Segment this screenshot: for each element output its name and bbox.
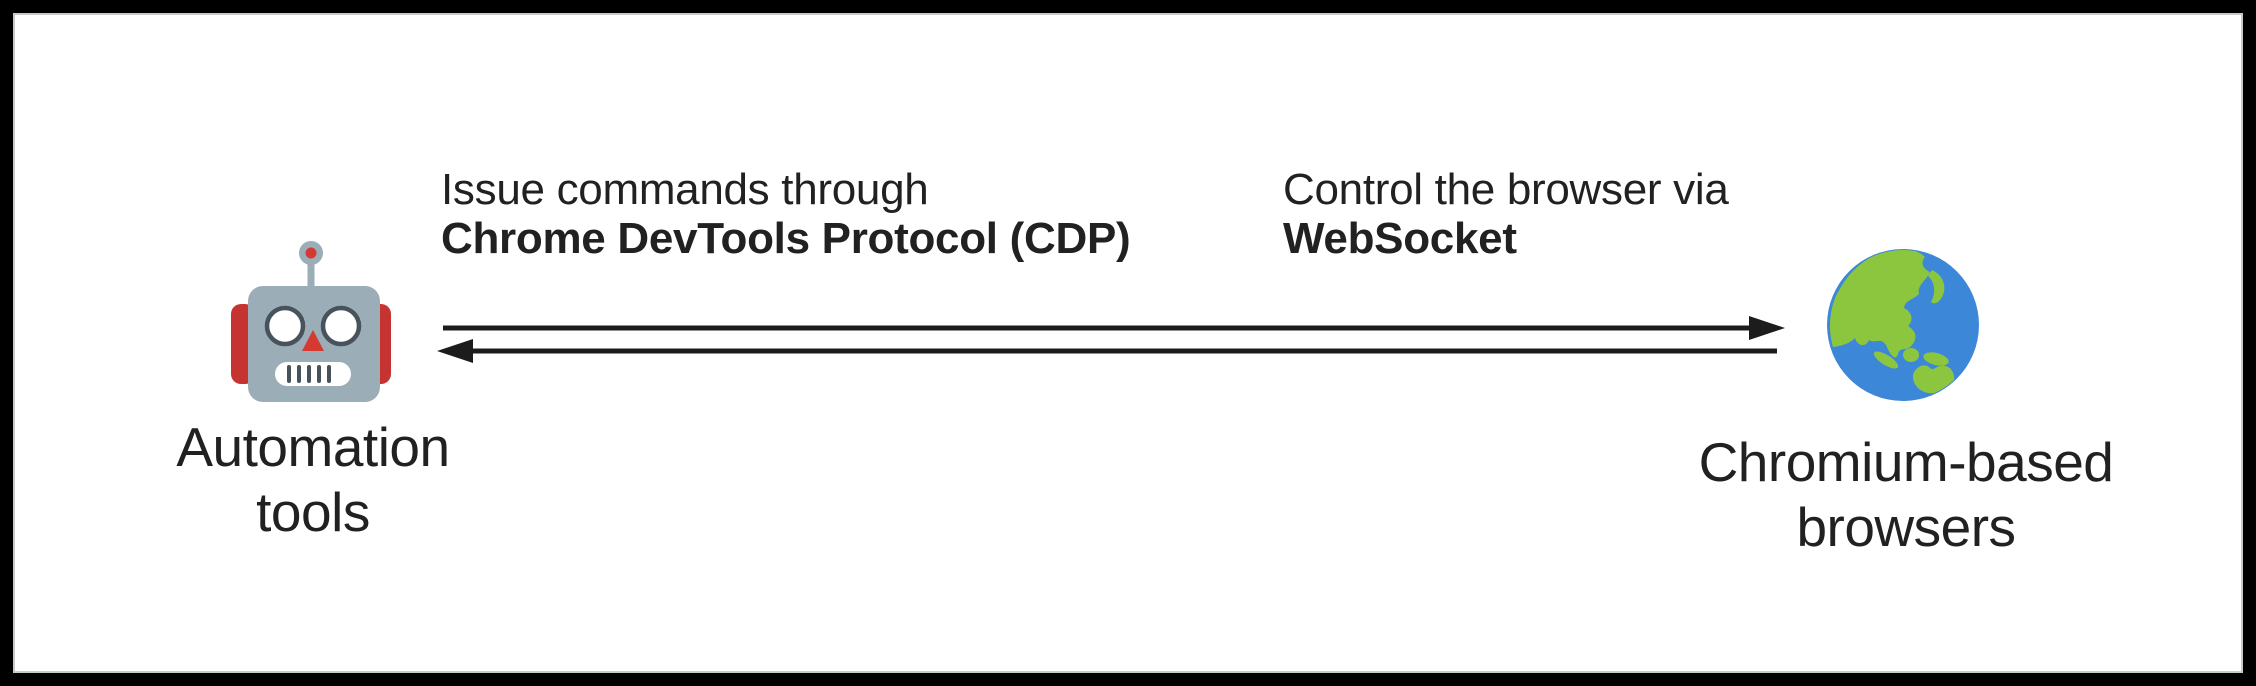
globe-icon-svg [1827,249,1979,401]
bidirectional-arrows [423,308,1803,368]
node-label-chromium-browsers-line2: browsers [1796,496,2016,558]
node-label-automation-tools-line1: Automation [176,416,450,478]
robot-antenna-light [305,247,317,259]
annotation-websocket-line2: WebSocket [1283,214,1517,263]
robot-antenna-stem [307,259,315,289]
globe-icon [1825,247,1981,403]
node-label-chromium-browsers-line1: Chromium-based [1698,431,2114,493]
robot-icon-svg [231,241,391,402]
node-label-automation-tools-line2: tools [256,481,370,543]
arrow-left [437,339,1777,363]
robot-teeth [287,365,331,383]
robot-nose [302,330,324,351]
annotation-cdp-line2: Chrome DevTools Protocol (CDP) [441,214,1131,263]
annotation-cdp: Issue commands through Chrome DevTools P… [441,165,1131,263]
robot-mouth [275,362,351,386]
robot-eye-left [264,305,306,347]
annotation-cdp-line1: Issue commands through [441,165,929,214]
node-label-chromium-browsers: Chromium-based browsers [1656,430,2156,560]
globe-land [1829,250,1978,394]
arrow-right [443,316,1785,340]
robot-eye-right [320,305,362,347]
arrows-svg [437,316,1785,363]
annotation-websocket-line1: Control the browser via [1283,165,1729,214]
annotation-websocket: Control the browser via WebSocket [1283,165,1729,263]
robot-icon [225,229,397,407]
node-label-automation-tools: Automation tools [113,415,513,545]
